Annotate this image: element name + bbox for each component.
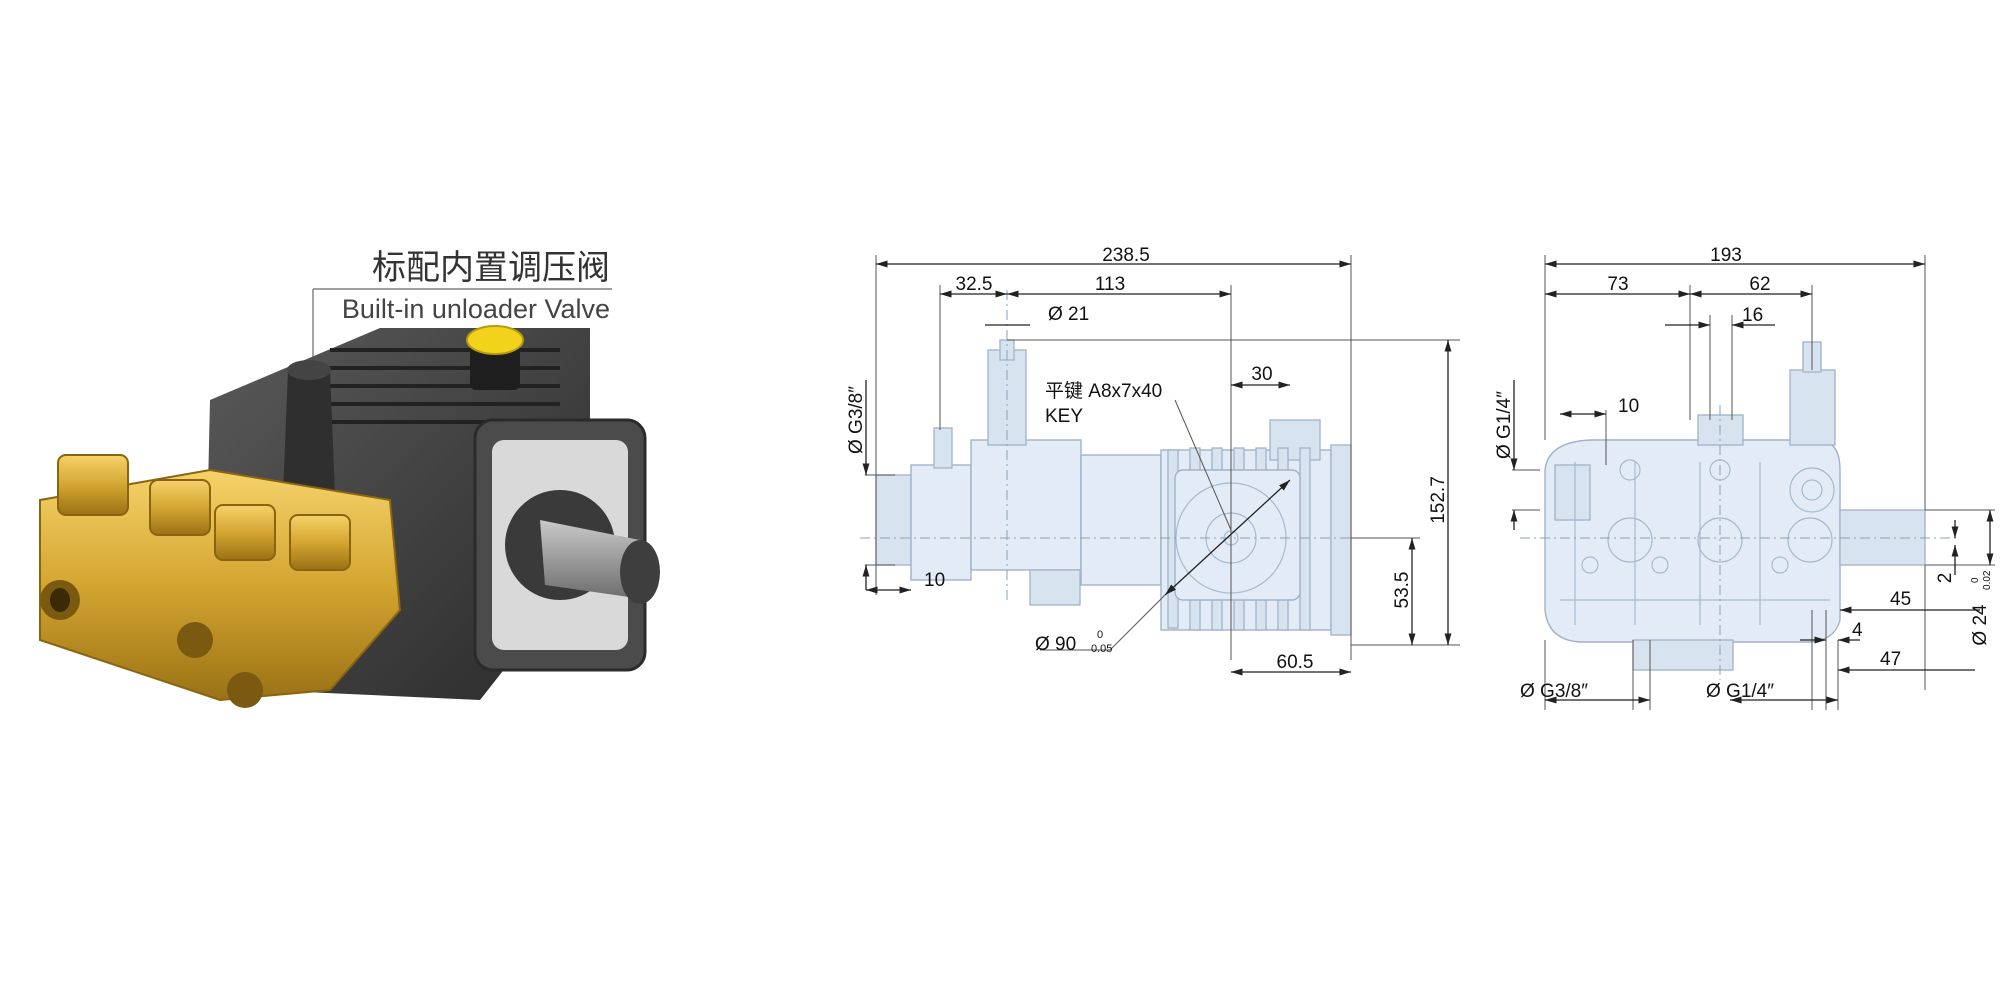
front-view-outline xyxy=(1544,341,1926,671)
dim-4: 4 xyxy=(1852,620,1863,641)
dim-16: 16 xyxy=(1742,305,1763,326)
dim-diameter-90-tol-upper: 0 xyxy=(1097,629,1103,641)
dim-diameter-21: Ø 21 xyxy=(1048,304,1089,325)
unloader-caption-en: Built-in unloader Valve xyxy=(341,294,610,324)
dim-32-5: 32.5 xyxy=(956,274,993,295)
side-view: 238.5 32.5 113 Ø 21 平键 A8x7x40 KEY 30 15… xyxy=(846,245,1460,676)
dim-60-5: 60.5 xyxy=(1277,652,1314,673)
dim-diameter-24: Ø 24 xyxy=(1970,604,1991,646)
unloader-knob-top xyxy=(287,360,331,380)
dim-10-front: 10 xyxy=(1618,396,1639,417)
dim-g3-8-outlet: Ø G3/8″ xyxy=(846,386,867,454)
oil-cap xyxy=(466,325,524,355)
dim-g3-8-bottom: Ø G3/8″ xyxy=(1520,681,1588,702)
dim-73: 73 xyxy=(1607,274,1628,295)
dim-47: 47 xyxy=(1880,649,1901,670)
unloader-knob xyxy=(282,370,336,520)
unloader-caption-cn: 标配内置调压阀 xyxy=(372,248,610,288)
dim-overall-length: 238.5 xyxy=(1102,245,1150,266)
dim-g1-4-top: Ø G1/4″ xyxy=(1494,391,1515,459)
dim-30: 30 xyxy=(1251,364,1272,385)
dim-diameter-24-tol-upper: 0 xyxy=(1970,577,1981,583)
dim-2: 2 xyxy=(1935,573,1956,584)
dim-diameter-90: Ø 90 xyxy=(1035,634,1076,655)
brass-plugs xyxy=(57,454,351,571)
pump-photo xyxy=(39,288,660,708)
key-label-en: KEY xyxy=(1045,406,1083,427)
dim-diameter-24-tol-lower: 0.02 xyxy=(1982,570,1993,590)
key-label: 平键 A8x7x40 xyxy=(1045,380,1162,402)
dim-diameter-90-tol-lower: 0.05 xyxy=(1091,643,1112,655)
dim-g1-4-bottom: Ø G1/4″ xyxy=(1706,681,1774,702)
dim-62: 62 xyxy=(1749,274,1770,295)
dim-113: 113 xyxy=(1095,274,1125,295)
dim-overall-width: 193 xyxy=(1710,245,1742,266)
dim-53-5: 53.5 xyxy=(1392,572,1413,609)
dim-10-side: 10 xyxy=(924,570,945,591)
dim-height: 152.7 xyxy=(1428,476,1449,524)
shaft-end xyxy=(620,540,660,604)
front-view: 193 73 62 16 10 Ø G1/4″ 45 4 47 Ø G3/8″ xyxy=(1494,245,1995,710)
dim-45: 45 xyxy=(1890,589,1911,610)
